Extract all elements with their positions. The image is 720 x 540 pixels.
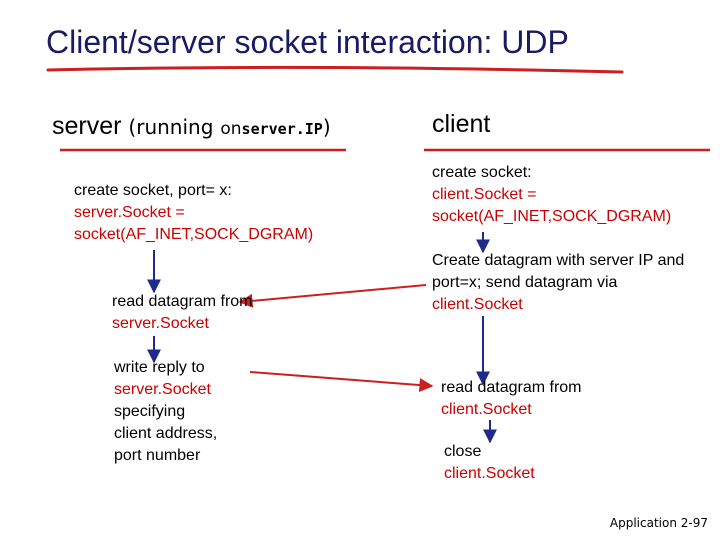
- server-write-step: write reply to server.Socket specifying …: [114, 357, 217, 467]
- server-create-socket-step: create socket, port= x: server.Socket = …: [74, 180, 313, 246]
- server-on: on: [220, 119, 242, 139]
- server-label: server: [52, 112, 122, 140]
- server-read-line2: server.Socket: [112, 315, 209, 332]
- client-create-line1: create socket:: [432, 164, 532, 181]
- request-message-arrow: [238, 284, 427, 308]
- client-send-step: Create datagram with server IP and port=…: [432, 250, 684, 316]
- client-send-line1: Create datagram with server IP and: [432, 252, 685, 269]
- server-write-line3: specifying: [114, 403, 186, 420]
- client-read-step: read datagram from client.Socket: [441, 377, 582, 421]
- server-running-prefix: (running: [128, 115, 214, 139]
- slide-footer: Application 2-97: [609, 516, 708, 530]
- client-read-line1: read datagram from: [441, 379, 582, 396]
- server-host: server.IP: [241, 120, 323, 138]
- client-create-line3: socket(AF_INET,SOCK_DGRAM): [432, 208, 672, 225]
- page-title: Client/server socket interaction: UDP: [46, 24, 569, 60]
- server-write-line5: port number: [114, 447, 201, 464]
- server-close-paren: ): [322, 115, 331, 139]
- client-close-line2: client.Socket: [444, 465, 535, 482]
- client-create-line2: client.Socket =: [432, 186, 537, 203]
- client-close-line1: close: [444, 443, 482, 460]
- server-read-line1: read datagram from: [112, 293, 253, 310]
- client-close-step: close client.Socket: [444, 441, 535, 485]
- client-read-line2: client.Socket: [441, 401, 532, 418]
- server-write-line1: write reply to: [114, 359, 205, 376]
- server-create-line1: create socket, port= x:: [74, 182, 232, 199]
- client-header: client: [432, 110, 491, 138]
- server-read-step: read datagram from server.Socket: [112, 291, 253, 335]
- client-send-line3: client.Socket: [432, 296, 523, 313]
- reply-message-arrow: [249, 371, 434, 393]
- server-write-line2: server.Socket: [114, 381, 211, 398]
- client-create-socket-step: create socket: client.Socket = socket(AF…: [432, 162, 671, 228]
- server-write-line4: client address,: [114, 425, 218, 442]
- server-header: server (running onserver.IP): [52, 112, 331, 141]
- client-send-line2: port=x; send datagram via: [432, 274, 618, 291]
- title-underline: [46, 65, 624, 74]
- server-create-line2: server.Socket =: [74, 204, 185, 221]
- server-create-line3: socket(AF_INET,SOCK_DGRAM): [74, 226, 314, 243]
